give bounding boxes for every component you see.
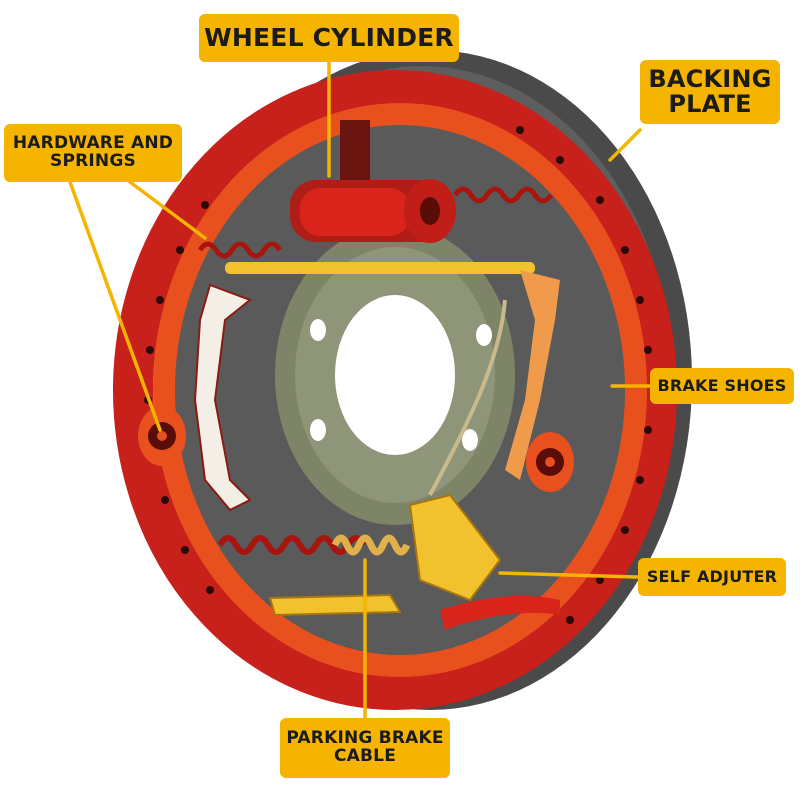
right-shoe-web [505,270,560,480]
self-adjuster [268,493,560,630]
strut-bar [225,262,535,274]
hold-down-pin-left [138,406,186,466]
hold-down-pin-right [526,432,574,492]
self-adjuster-label: SELF ADJUTER [638,558,786,596]
wheel-cylinder [290,120,456,243]
bottom-spring [217,535,367,555]
hub [275,225,515,525]
brake-shoes-label: BRAKE SHOES [650,368,794,404]
wheel-cylinder-label: WHEEL CYLINDER [199,14,459,62]
top-springs [197,186,554,259]
parking-brake-cable [428,299,507,496]
backing-plate-label: BACKING PLATE [640,60,780,124]
leader-lines [68,60,652,720]
hardware-and-springs-label: HARDWARE AND SPRINGS [4,124,182,182]
left-shoe-web [193,283,252,512]
parking-brake-cable-label: PARKING BRAKE CABLE [280,718,450,778]
